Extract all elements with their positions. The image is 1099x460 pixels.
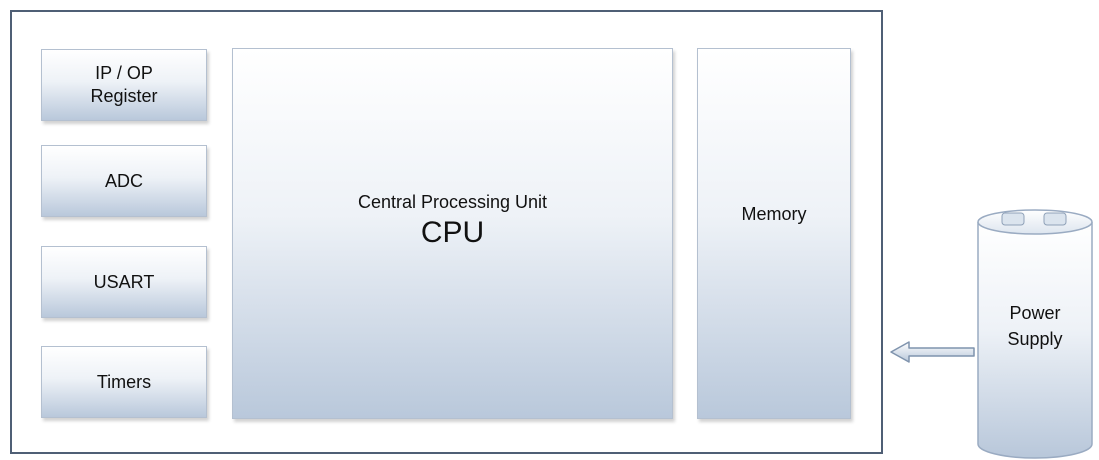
adc-block: ADC — [41, 145, 207, 217]
timers-block: Timers — [41, 346, 207, 418]
memory-block: Memory — [697, 48, 851, 419]
power-supply-cylinder-icon — [977, 209, 1093, 459]
usart-block: USART — [41, 246, 207, 318]
io-register-block: IP / OP Register — [41, 49, 207, 121]
cpu-full-name: Central Processing Unit — [357, 192, 548, 212]
power-supply-label: Power Supply — [1007, 303, 1063, 349]
cpu-block: Central Processing Unit CPU — [232, 48, 673, 419]
cpu-abbreviation: CPU — [420, 216, 485, 249]
power-arrow-icon — [890, 341, 975, 363]
